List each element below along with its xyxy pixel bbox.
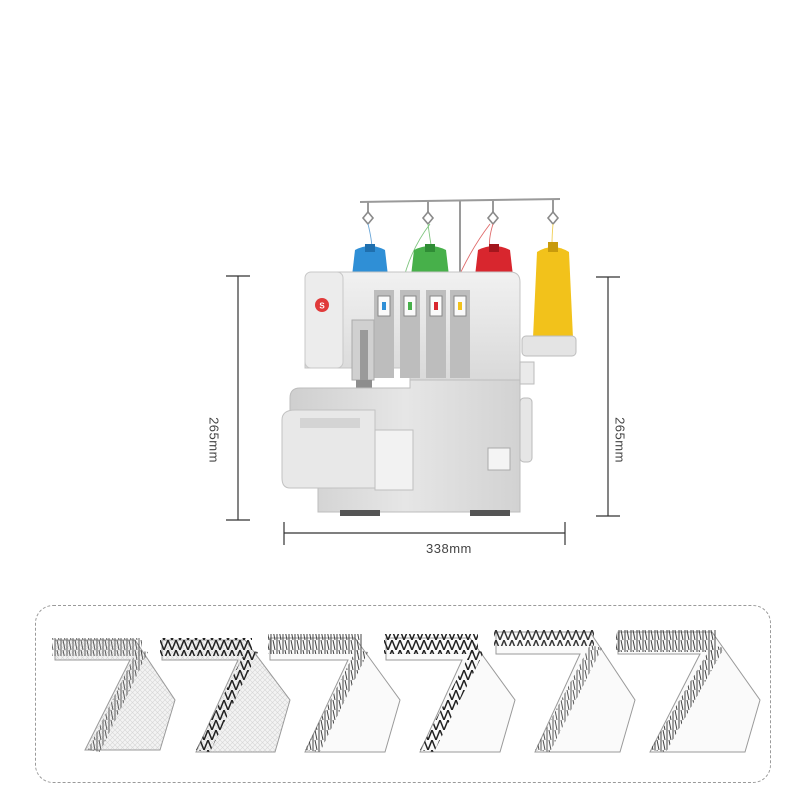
thread-stand <box>359 198 561 275</box>
width-dimension: 338mm <box>426 541 472 556</box>
thread-cones <box>352 242 577 357</box>
tension-dials <box>374 290 470 378</box>
stitch-sample-4 <box>384 634 516 753</box>
stitch-sample-2 <box>160 638 291 753</box>
brand-badge-letter: S <box>319 302 325 311</box>
stitch-sample-1 <box>52 638 176 752</box>
stitch-samples-panel <box>35 605 771 783</box>
stitch-sample-3 <box>268 634 401 753</box>
brand-badge <box>315 298 329 312</box>
stitch-sample-5 <box>494 630 636 753</box>
stitch-sample-6 <box>616 630 761 753</box>
